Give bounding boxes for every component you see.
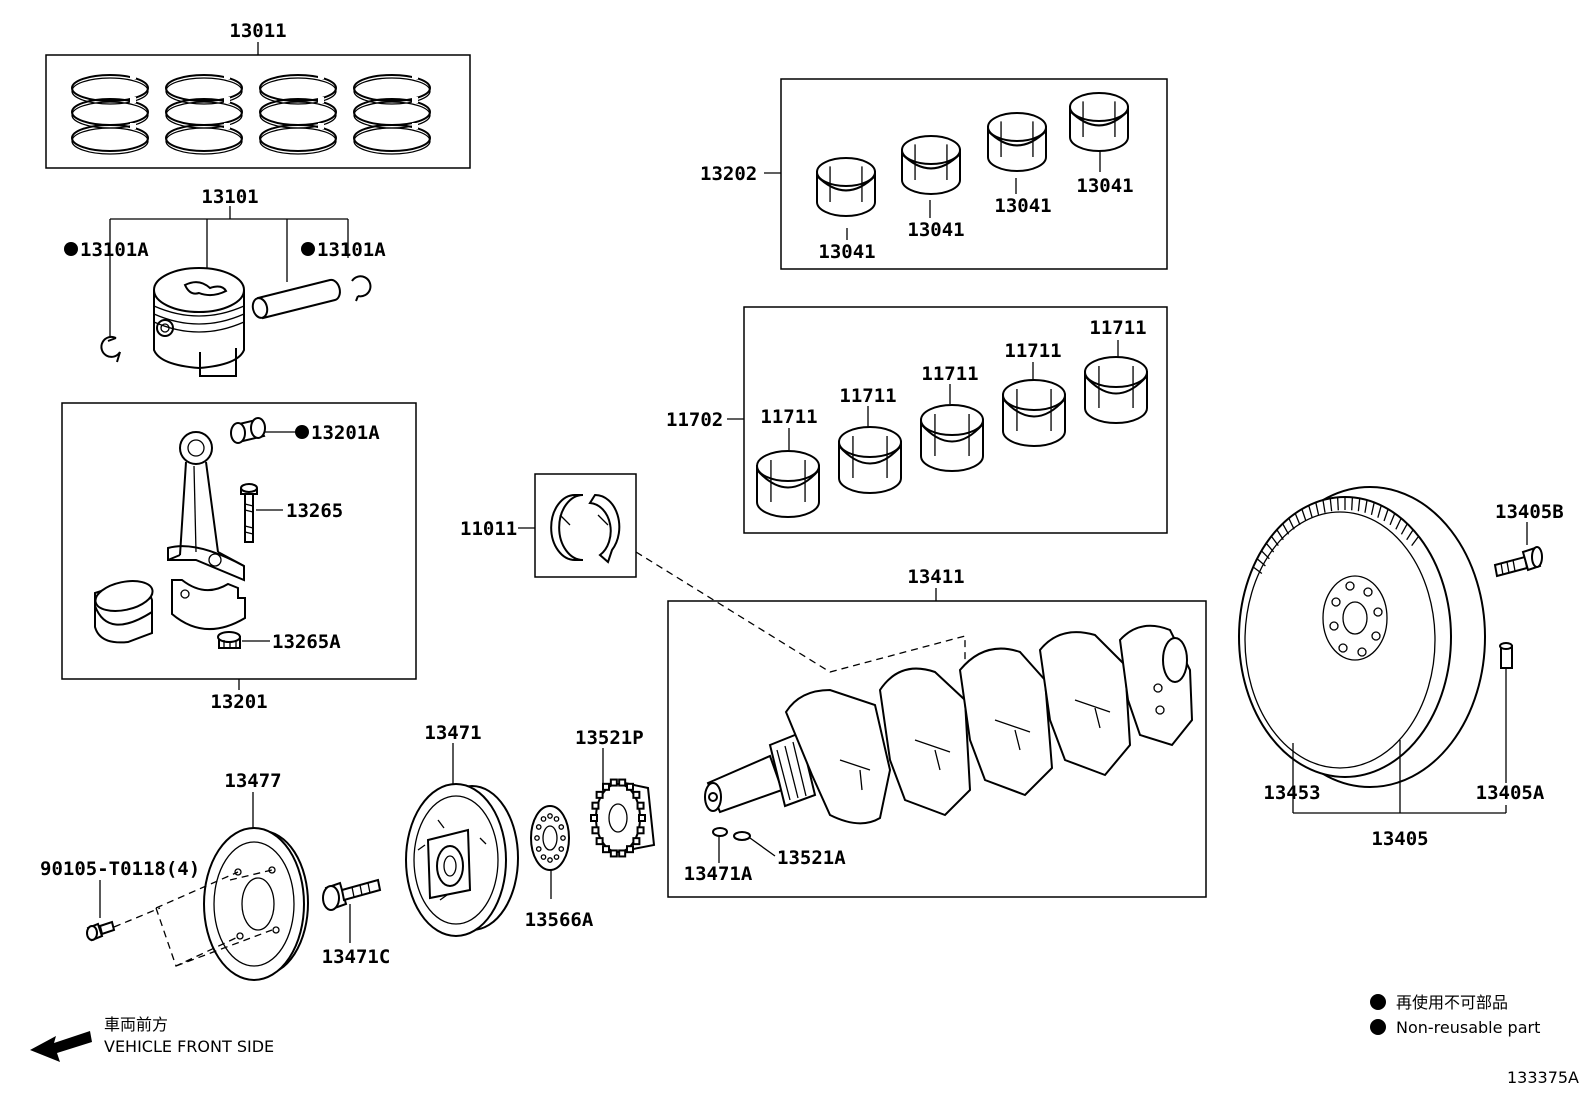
arrow-left-icon xyxy=(30,1031,92,1062)
label-13521a: 13521A xyxy=(777,847,846,869)
label-13471: 13471 xyxy=(424,722,481,744)
connecting-rod[interactable] xyxy=(167,431,246,630)
crankshaft-pulley-spacer[interactable] xyxy=(530,805,570,871)
legend-en: Non-reusable part xyxy=(1396,1018,1540,1037)
crankshaft-key-2[interactable] xyxy=(733,831,751,841)
piston-ring-stack xyxy=(259,73,337,155)
label-13411: 13411 xyxy=(907,566,964,588)
label-13041-3: 13041 xyxy=(994,195,1051,217)
piston-snap-ring-left[interactable] xyxy=(100,335,121,363)
crankshaft-timing-sprocket[interactable] xyxy=(590,778,656,858)
connecting-rod-bearing[interactable] xyxy=(93,576,156,644)
non-reusable-mark xyxy=(295,425,309,439)
connecting-rod-bushing[interactable] xyxy=(230,417,266,444)
label-13201: 13201 xyxy=(210,691,267,713)
connecting-rod-nut[interactable] xyxy=(217,631,241,649)
label-13041-1: 13041 xyxy=(818,241,875,263)
label-11711-4: 11711 xyxy=(1004,340,1061,362)
label-13405: 13405 xyxy=(1371,828,1428,850)
legend: 再使用不可部品 Non-reusable part xyxy=(1370,993,1540,1037)
flywheel[interactable] xyxy=(1238,486,1486,788)
crankshaft-pulley-bolt[interactable] xyxy=(322,878,382,911)
label-13521p: 13521P xyxy=(575,727,644,749)
label-13101a-left: 13101A xyxy=(80,239,149,261)
main-bearing[interactable] xyxy=(920,404,984,472)
rod-bearing-set-box xyxy=(780,78,1168,270)
label-11011: 11011 xyxy=(460,518,517,540)
piston-snap-ring-right[interactable] xyxy=(351,275,372,302)
vehicle-front-indicator: 車両前方 VEHICLE FRONT SIDE xyxy=(30,1015,274,1062)
non-reusable-mark xyxy=(1370,994,1386,1010)
label-13101a-right: 13101A xyxy=(317,239,386,261)
non-reusable-mark xyxy=(301,242,315,256)
direction-jp: 車両前方 xyxy=(104,1015,168,1034)
label-11711-1: 11711 xyxy=(760,406,817,428)
main-bearing[interactable] xyxy=(1002,379,1066,447)
label-13453: 13453 xyxy=(1263,782,1320,804)
figure-id: 133375A xyxy=(1507,1068,1579,1087)
crankshaft-box xyxy=(667,600,1207,898)
piston-ring-set[interactable] xyxy=(45,54,471,169)
label-13405a: 13405A xyxy=(1476,782,1545,804)
connecting-rod-bolt[interactable] xyxy=(240,483,258,543)
non-reusable-mark xyxy=(1370,1019,1386,1035)
piston-ring-stack xyxy=(353,73,431,155)
piston[interactable] xyxy=(153,267,245,377)
rod-bearing[interactable] xyxy=(901,135,961,195)
main-bearing-set-box xyxy=(743,306,1168,534)
crankshaft-damper[interactable] xyxy=(203,827,309,981)
rod-bearing[interactable] xyxy=(987,112,1047,172)
label-13041-2: 13041 xyxy=(907,219,964,241)
flywheel-dowel-pin[interactable] xyxy=(1499,642,1513,669)
piston-ring-stack xyxy=(165,73,243,155)
label-13265: 13265 xyxy=(286,500,343,522)
piston-ring-stack xyxy=(71,73,149,155)
label-13101: 13101 xyxy=(201,186,258,208)
direction-en: VEHICLE FRONT SIDE xyxy=(104,1037,274,1056)
label-13477: 13477 xyxy=(224,770,281,792)
label-13566a: 13566A xyxy=(525,909,594,931)
thrust-washer-box xyxy=(534,473,637,578)
label-13471a: 13471A xyxy=(684,863,753,885)
label-11702: 11702 xyxy=(666,409,723,431)
label-13265a: 13265A xyxy=(272,631,341,653)
label-11711-3: 11711 xyxy=(921,363,978,385)
label-11711-5: 11711 xyxy=(1089,317,1146,339)
label-90105-t0118: 90105-T0118(4) xyxy=(40,858,200,880)
label-13471c: 13471C xyxy=(322,946,391,968)
main-bearing[interactable] xyxy=(756,450,820,518)
flywheel-bolt[interactable] xyxy=(1493,546,1543,578)
label-13041-4: 13041 xyxy=(1076,175,1133,197)
label-13202: 13202 xyxy=(700,163,757,185)
label-13405b: 13405B xyxy=(1495,501,1564,523)
main-bearing[interactable] xyxy=(838,426,902,494)
label-13201a: 13201A xyxy=(311,422,380,444)
rod-bearing[interactable] xyxy=(1069,92,1129,152)
crankshaft-thrust-washer[interactable] xyxy=(550,493,621,564)
damper-bolt[interactable] xyxy=(86,920,116,942)
legend-jp: 再使用不可部品 xyxy=(1396,993,1508,1012)
rod-bearing[interactable] xyxy=(816,157,876,217)
label-11711-2: 11711 xyxy=(839,385,896,407)
main-bearing[interactable] xyxy=(1084,356,1148,424)
non-reusable-mark xyxy=(64,242,78,256)
piston-pin[interactable] xyxy=(251,278,341,320)
crankshaft-key-1[interactable] xyxy=(712,827,728,837)
crankshaft[interactable] xyxy=(704,624,1194,825)
label-13011: 13011 xyxy=(229,20,286,42)
crankshaft-pulley[interactable] xyxy=(405,783,519,937)
